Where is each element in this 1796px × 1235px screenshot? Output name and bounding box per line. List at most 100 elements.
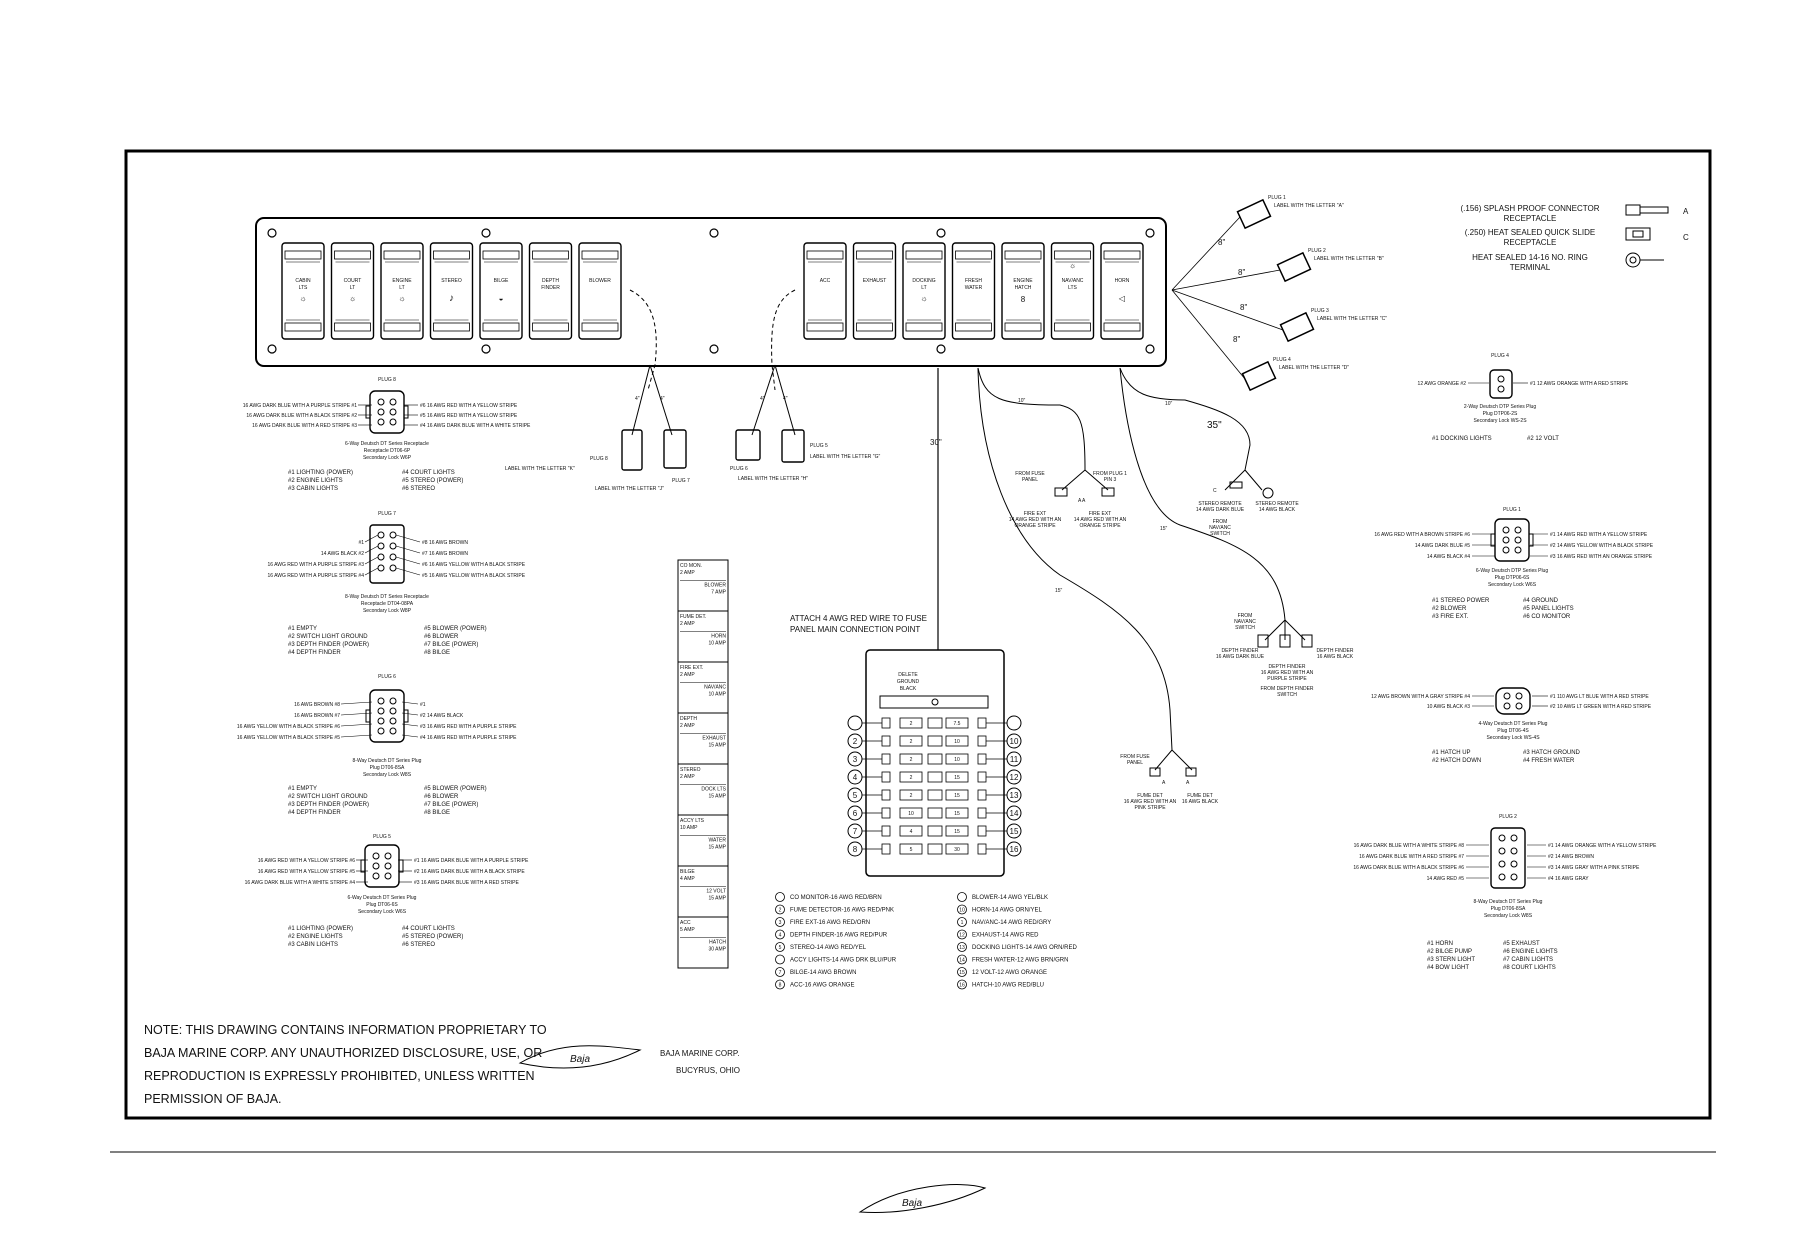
plug8-letter: LABEL WITH THE LETTER "K": [505, 466, 575, 472]
fuse-left: [899, 789, 923, 801]
fuse-list-name: 12 VOLT: [706, 889, 726, 895]
fuse-center: [927, 735, 943, 747]
plug6-right-wire: #3 16 AWG RED WITH A PURPLE STRIPE: [420, 724, 517, 730]
plug4-connector-body: [1489, 369, 1513, 399]
depth-connector: [1279, 634, 1291, 648]
plug3-pin-left: #2 HATCH DOWN: [1432, 758, 1481, 764]
fire-ext-from-plug-line: FROM PLUG 1: [1093, 471, 1127, 477]
depth-harness: [1119, 367, 1286, 621]
wire-legend-right-item: HORN-14 AWG ORN/YEL: [972, 908, 1042, 914]
horn-plug-body: [1276, 251, 1312, 283]
fuse-left-value: 10: [908, 811, 914, 817]
fuse-circle-right-num: 13: [1010, 791, 1019, 800]
plug7-pin: [377, 542, 385, 550]
fuse-center: [927, 807, 943, 819]
fuse-circle-right: [1006, 715, 1022, 731]
fuse-circle-left-num: 5: [853, 791, 858, 800]
plug8-right-wire: #4 16 AWG DARK BLUE WITH A WHITE STRIPE: [420, 423, 531, 429]
plug7-title: PLUG 7: [378, 511, 396, 517]
plug3-right-wire: #2 10 AWG LT GREEN WITH A RED STRIPE: [1550, 704, 1652, 710]
fire-ext-wire-a-line: FIRE EXT: [1024, 511, 1047, 517]
stereo-remote-blue-line: STEREO REMOTE: [1198, 501, 1242, 507]
legend-splash-proof-line: RECEPTACLE: [1504, 214, 1557, 223]
rocker-switch-top: [1054, 250, 1091, 260]
depth-wire-blue-line: 16 AWG DARK BLUE: [1216, 654, 1265, 660]
stereo-from-nav-line: NAV/ANC: [1209, 525, 1231, 531]
plug2-spec: Plug DT06-8SA: [1491, 906, 1526, 912]
fuse-center: [927, 825, 943, 837]
fume-wire-red-line: PINK STRIPE: [1134, 805, 1166, 811]
plug4-pin: [1497, 375, 1505, 383]
plug6-wire: [751, 364, 776, 436]
plug5-pin-right: #5 STEREO (POWER): [402, 934, 463, 940]
plug7-pin-left: #2 SWITCH LIGHT GROUND: [288, 634, 368, 640]
switch-label: LT: [399, 285, 404, 291]
stereo-remote-blue-line: 14 AWG DARK BLUE: [1196, 507, 1245, 513]
tag-a: A: [1186, 780, 1190, 786]
plug6-letter: LABEL WITH THE LETTER "H": [738, 476, 808, 482]
fuse-circle-left: [847, 715, 863, 731]
fuse-panel-body: [865, 649, 1005, 877]
fuse-left-value: 4: [910, 829, 913, 835]
fuse-clip-left: [881, 825, 891, 837]
plug7-wire: [649, 364, 673, 436]
rocker-switch-bottom: [532, 322, 569, 332]
plug5-connector-pin: [384, 862, 392, 870]
plug6-connector-pin: [389, 727, 397, 735]
fuse-right: [945, 753, 969, 765]
switch-label: CABIN: [295, 278, 311, 284]
wire-legend-right-circle: [957, 967, 967, 977]
plug7-pin: [377, 553, 385, 561]
plug7-pin-left: #1 EMPTY: [288, 626, 317, 632]
horn-plug-length: 8": [1240, 303, 1247, 312]
plug3-spec: Plug DT06-4S: [1497, 728, 1529, 734]
plug7-pin: [389, 553, 397, 561]
fume-connector: [1185, 767, 1197, 777]
plug8-body: [621, 429, 643, 471]
tag-a: A: [1162, 780, 1166, 786]
plug8-pin-left: #1 LIGHTING (POWER): [288, 470, 353, 476]
plug7-spec: Secondary Lock W8P: [363, 608, 412, 614]
leader: [340, 712, 373, 716]
depth-from-nav-line: NAV/ANC: [1234, 619, 1256, 625]
fuse-circle-right-num: 15: [1010, 827, 1019, 836]
plug7-connector-body: [369, 524, 405, 584]
legend-ring-terminal-line: HEAT SEALED 14-16 NO. RING: [1472, 253, 1588, 262]
wire-legend-left-item: CO MONITOR-16 AWG RED/BRN: [790, 895, 882, 901]
rocker-switch-body: [951, 242, 996, 340]
fuse-list-amp: 15 AMP: [708, 794, 726, 800]
plug6-pin-right: #6 BLOWER: [424, 794, 459, 800]
fume-from-fuse-line: PANEL: [1127, 760, 1143, 766]
plug2-right-wire: #1 14 AWG ORANGE WITH A YELLOW STRIPE: [1548, 843, 1657, 849]
fuse-list-name: DEPTH: [680, 716, 697, 722]
plug5-body: [781, 429, 805, 463]
plug6-pin-left: #3 DEPTH FINDER (POWER): [288, 802, 369, 808]
plug4-pin-right: #2 12 VOLT: [1527, 436, 1559, 442]
horn-plug-length: 8": [1238, 268, 1245, 277]
fume-wire-black-line: 16 AWG BLACK: [1182, 799, 1219, 805]
wire-legend-left-num: 7: [779, 970, 782, 976]
fuse-circle-right-num: 12: [1010, 773, 1019, 782]
plug6-connector-pin: [377, 727, 385, 735]
fuse-list-name: EXHAUST: [702, 736, 726, 742]
plug6-pin-left: #4 DEPTH FINDER: [288, 810, 341, 816]
plug6-pin-right: #5 BLOWER (POWER): [424, 786, 487, 792]
plug1-right-wire: #2 14 AWG YELLOW WITH A BLACK STRIPE: [1550, 543, 1654, 549]
fuse-clip-left: [881, 807, 891, 819]
fuse-center: [927, 843, 943, 855]
plug8-connector-pin: [377, 418, 385, 426]
nav-icon: ☼: [1069, 261, 1076, 270]
fuse-left-value: 2: [910, 775, 913, 781]
fuse-left-value: 2: [910, 739, 913, 745]
rocker-switch-top: [482, 250, 520, 260]
fuse-clip-right: [977, 753, 987, 765]
fuse-list-name: FUME DET.: [680, 614, 706, 620]
rocker-switch-bottom: [433, 322, 470, 332]
fire-ext-wire-b-line: ORANGE STRIPE: [1079, 523, 1121, 529]
